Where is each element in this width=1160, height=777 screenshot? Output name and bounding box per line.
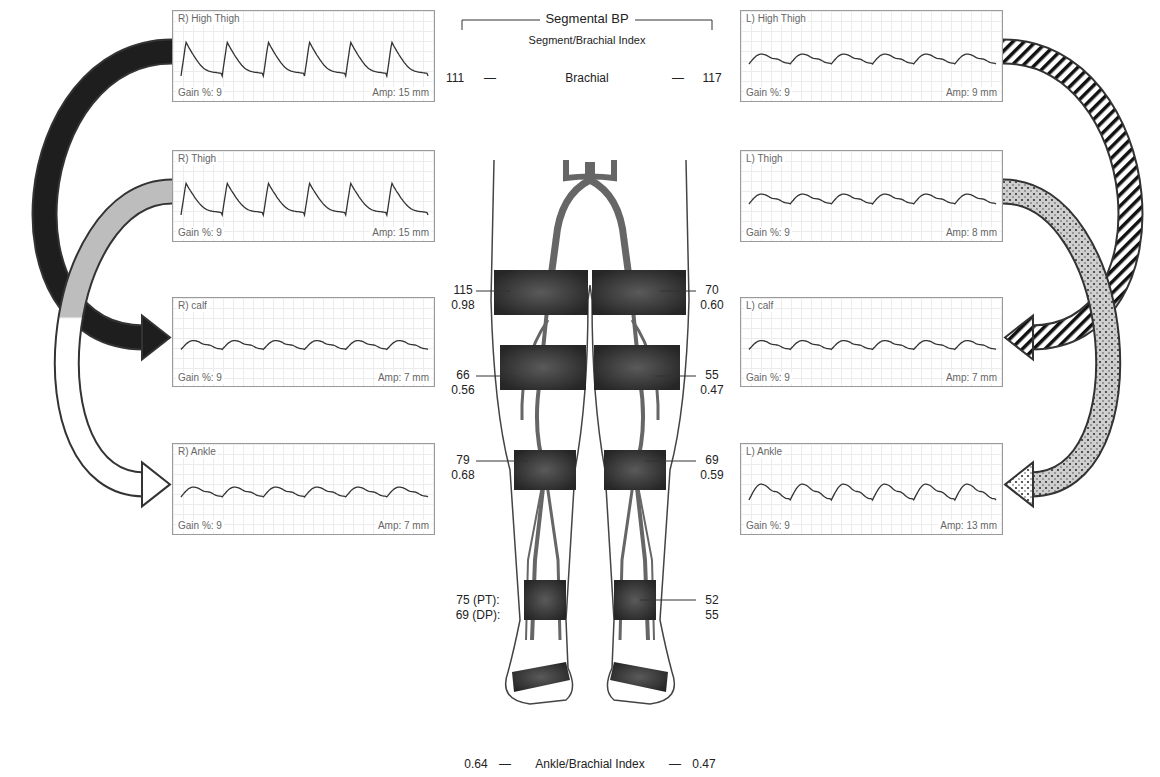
pressure-label: 69 (DP):	[455, 608, 502, 622]
pressure-label: Segmental BP	[544, 12, 629, 26]
panel-setting: Amp: 7 mm	[376, 372, 431, 384]
panel-setting: Gain %: 9	[744, 372, 792, 384]
pressure-label: 75 (PT):	[455, 593, 500, 607]
pressure-label: 55	[704, 608, 719, 622]
arteries	[522, 160, 658, 640]
waveform-panel: L) ThighGain %: 9 Amp: 8 mm	[740, 150, 1003, 242]
waveform-panel: L) calfGain %: 9 Amp: 7 mm	[740, 297, 1003, 387]
pressure-label: 0.47	[691, 757, 716, 771]
pressure-label: 66	[455, 368, 470, 382]
pressure-label: 111	[445, 71, 465, 85]
pressure-label: 79	[455, 453, 470, 467]
legs-outline	[491, 160, 689, 704]
flow-arrow	[1003, 191, 1108, 506]
waveform-panel: L) High ThighGain %: 9 Amp: 9 mm	[740, 10, 1003, 102]
pressure-label: Brachial	[564, 71, 609, 85]
panel-setting: Gain %: 9	[744, 227, 792, 239]
panel-setting: Amp: 15 mm	[370, 87, 431, 99]
pressure-label: 55	[704, 368, 719, 382]
panel-title: L) Ankle	[744, 446, 784, 458]
panel-setting: Amp: 7 mm	[944, 372, 999, 384]
pressure-label: 70	[704, 283, 719, 297]
panel-title: R) Ankle	[176, 446, 218, 458]
pressure-label: 69	[704, 453, 719, 467]
panel-title: L) Thigh	[744, 153, 785, 165]
pressure-cuffs	[494, 270, 686, 692]
leader-lines	[476, 291, 696, 600]
pressure-label: —	[498, 757, 512, 771]
panel-setting: Amp: 7 mm	[376, 520, 431, 532]
panel-title: L) calf	[744, 300, 775, 312]
panel-title: L) High Thigh	[744, 13, 808, 25]
panel-setting: Gain %: 9	[176, 372, 224, 384]
pressure-label: 0.59	[699, 468, 724, 482]
pressure-label: 0.68	[450, 468, 475, 482]
pressure-label: —	[668, 757, 682, 771]
pressure-label: Ankle/Brachial Index	[534, 757, 645, 771]
pressure-label: 117	[701, 71, 722, 85]
pressure-label: 115	[452, 283, 473, 297]
pressure-label: 0.98	[450, 298, 475, 312]
panel-setting: Amp: 13 mm	[938, 520, 999, 532]
panel-title: R) calf	[176, 300, 209, 312]
panel-setting: Gain %: 9	[176, 87, 224, 99]
pressure-label: 0.64	[463, 757, 488, 771]
pressure-label: 0.47	[699, 383, 724, 397]
panel-setting: Amp: 9 mm	[944, 87, 999, 99]
panel-setting: Gain %: 9	[744, 520, 792, 532]
waveform-panel: L) AnkleGain %: 9 Amp: 13 mm	[740, 443, 1003, 535]
panel-setting: Amp: 8 mm	[944, 227, 999, 239]
waveform-panel: R) AnkleGain %: 9 Amp: 7 mm	[172, 443, 435, 535]
pressure-label: 52	[704, 593, 719, 607]
panel-setting: Amp: 15 mm	[370, 227, 431, 239]
pressure-label: —	[483, 71, 497, 85]
pressure-label: 0.60	[699, 298, 724, 312]
pressure-label: —	[671, 71, 685, 85]
waveform-panel: R) High ThighGain %: 9 Amp: 15 mm	[172, 10, 435, 102]
panel-setting: Gain %: 9	[744, 87, 792, 99]
panel-setting: Gain %: 9	[176, 520, 224, 532]
panel-title: R) Thigh	[176, 153, 218, 165]
flow-arrow	[67, 191, 172, 506]
waveform-panel: R) calfGain %: 9 Amp: 7 mm	[172, 297, 435, 387]
pressure-label: Segment/Brachial Index	[528, 33, 647, 47]
panel-setting: Gain %: 9	[176, 227, 224, 239]
pressure-label: 0.56	[450, 383, 475, 397]
waveform-panel: R) ThighGain %: 9 Amp: 15 mm	[172, 150, 435, 242]
panel-title: R) High Thigh	[176, 13, 242, 25]
